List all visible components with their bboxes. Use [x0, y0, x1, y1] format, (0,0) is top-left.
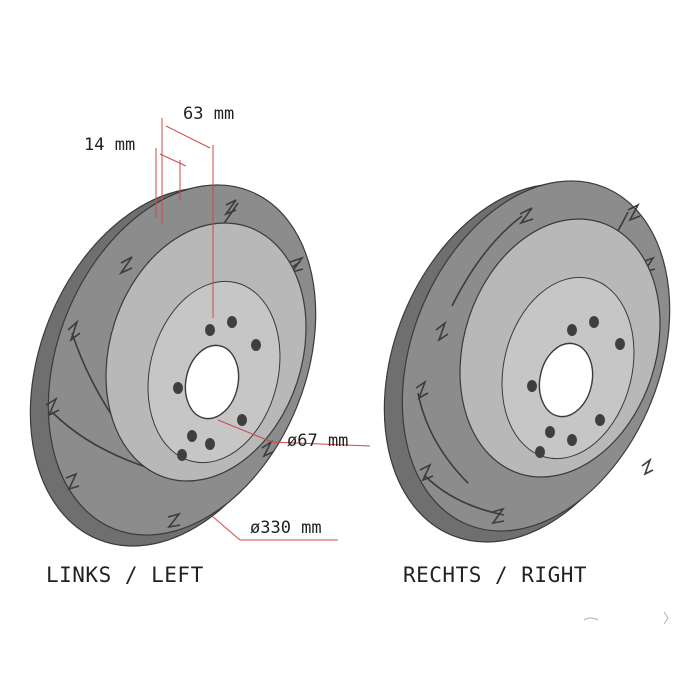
left-dimension-lines	[155, 118, 371, 541]
left-center-bore	[184, 344, 240, 420]
left-brake-disc	[29, 118, 371, 547]
right-brake-disc	[383, 180, 671, 543]
corner-marks	[583, 611, 669, 625]
dimension-disc-thickness: 14 mm	[84, 135, 135, 155]
dimension-center-bore: ø67 mm	[287, 431, 348, 451]
caption-left: LINKS / LEFT	[46, 563, 204, 587]
caption-right: RECHTS / RIGHT	[403, 563, 587, 587]
dimension-hat-height: 63 mm	[183, 104, 234, 124]
right-center-bore	[538, 342, 594, 418]
dimension-outer-diameter: ø330 mm	[250, 518, 322, 538]
left-bolt-holes	[173, 316, 261, 461]
right-bolt-holes	[527, 316, 625, 458]
